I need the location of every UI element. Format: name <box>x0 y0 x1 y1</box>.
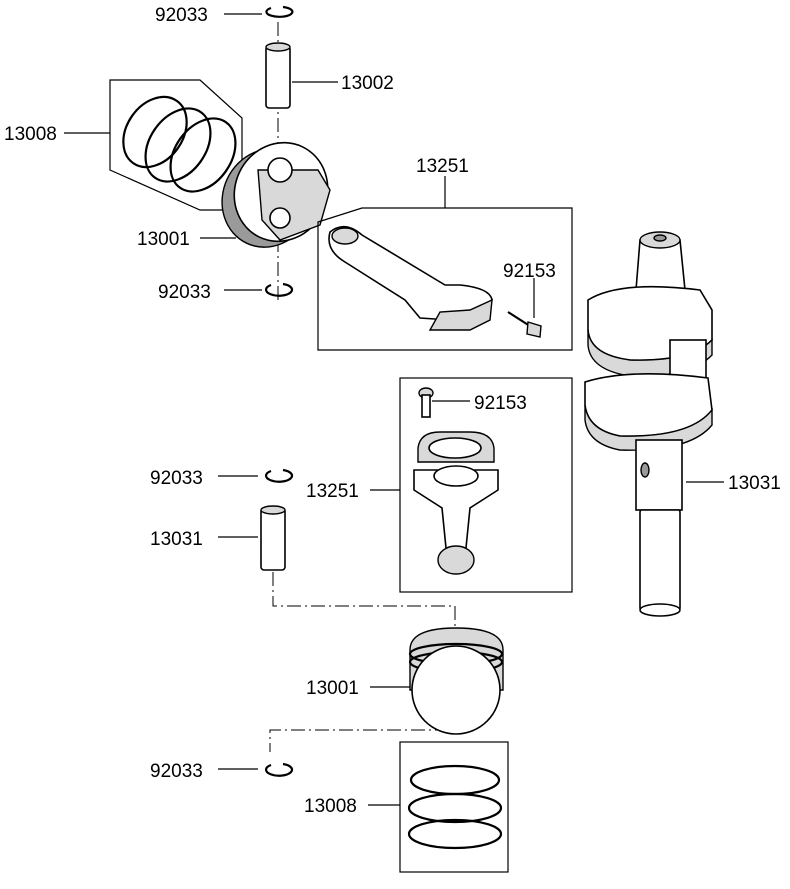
label-13251-a: 13251 <box>416 156 469 177</box>
crankshaft <box>584 231 713 617</box>
piston-rings-lower <box>399 741 509 873</box>
circlip-upper-top <box>265 5 294 18</box>
label-13001-a: 13001 <box>137 229 190 250</box>
piston-lower <box>408 627 504 735</box>
label-13031-crankshaft: 13031 <box>728 473 781 494</box>
bolt-upper <box>507 311 542 338</box>
piston-pin-lower <box>260 505 286 571</box>
piston-rings-upper <box>109 79 243 211</box>
label-92153-b: 92153 <box>474 393 527 414</box>
connecting-rod-upper <box>317 207 573 351</box>
label-13008-a: 13008 <box>4 124 57 145</box>
circlip-lower-bottom <box>264 762 294 777</box>
label-92033-b: 92033 <box>158 282 211 303</box>
label-13002-b: 13031 <box>150 529 203 550</box>
bolt-lower <box>418 387 434 418</box>
label-92153-a: 92153 <box>503 261 556 282</box>
label-13001-b: 13001 <box>306 678 359 699</box>
piston-upper <box>221 141 331 248</box>
piston-pin-upper <box>265 42 291 109</box>
label-13251-b: 13251 <box>306 481 359 502</box>
circlip-lower-top <box>264 468 294 483</box>
connecting-rod-lower <box>399 377 573 593</box>
label-92033-c: 92033 <box>150 468 203 489</box>
label-13002-a: 13002 <box>341 73 394 94</box>
lower-centerline-a <box>272 572 456 626</box>
label-92033-a: 92033 <box>155 5 208 26</box>
circlip-upper-bottom <box>264 282 294 297</box>
label-92033-d: 92033 <box>150 761 203 782</box>
label-13008-b: 13008 <box>304 796 357 817</box>
